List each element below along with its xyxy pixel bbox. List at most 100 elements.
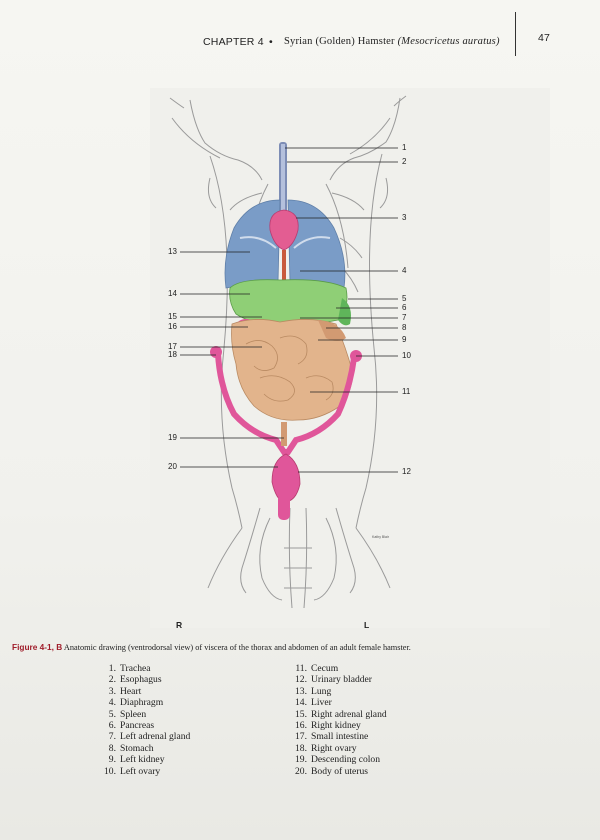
lung-left-shape	[287, 199, 346, 289]
callout-2: 2	[402, 157, 407, 166]
legend-item: 14. Liver	[287, 697, 387, 708]
legend-item: 8. Stomach	[96, 743, 190, 754]
legend-item: 4.Diaphragm	[96, 697, 190, 708]
trachea-highlight	[281, 144, 285, 220]
legend-item-label: Body of uterus	[311, 765, 369, 777]
callout-14: 14	[168, 289, 177, 298]
right-ovary-shape	[210, 346, 222, 358]
figure-number: Figure 4-1, B	[12, 642, 63, 652]
legend-item: 9. Left kidney	[96, 754, 190, 765]
callout-6: 6	[402, 303, 407, 312]
page-number: 47	[538, 32, 551, 44]
legend-item-number: 12.	[295, 674, 307, 686]
callout-4: 4	[402, 266, 407, 275]
legend-item-label: Cecum	[311, 663, 339, 674]
header-title: Syrian (Golden) Hamster (Mesocricetus au…	[284, 36, 500, 47]
callout-10: 10	[402, 351, 411, 360]
legend-item-number: 7.	[108, 731, 116, 743]
legend-item-label: Trachea	[120, 663, 151, 674]
legend-column-right: 11. Cecum 12. Urinary bladder 13. Lung 14. Live…	[287, 663, 387, 777]
legend-item: 6. Pancreas	[96, 720, 190, 731]
legend-item-number: 8.	[108, 742, 116, 754]
legend-item-number: 4.	[108, 697, 116, 709]
legend-item-label: Liver	[311, 697, 332, 709]
figure-caption: Figure 4-1, B Anatomic drawing (ventrodo…	[12, 642, 572, 652]
header-title-italic: (Mesocricetus auratus)	[397, 36, 500, 47]
legend-item-number: 9.	[108, 754, 116, 766]
header-title-plain: Syrian (Golden) Hamster	[284, 36, 395, 47]
legend-item-number: 1.	[108, 663, 116, 674]
legend-item: 15. Right adrenal gland	[287, 709, 387, 720]
callout-16: 16	[168, 322, 177, 331]
legend-item: 17.Small intestine	[287, 731, 387, 742]
esophagus-shape	[282, 250, 286, 280]
callout-1: 1	[402, 143, 407, 152]
legend-item-label: Stomach	[120, 742, 154, 754]
callout-7: 7	[402, 313, 407, 322]
chapter-label: CHAPTER 4	[203, 36, 264, 48]
artist-signature: Kathy Blair	[372, 535, 390, 539]
legend-item-number: 10.	[104, 765, 116, 777]
legend-item: 20. Body of uterus	[287, 766, 387, 777]
intestine-coils	[245, 335, 334, 402]
legend-item: 3. Heart	[96, 686, 190, 697]
legend-item: 7. Left adrenal gland	[96, 731, 191, 743]
legend-item-label: Small intestine	[311, 731, 369, 743]
legend-item: 5. Spleen	[96, 709, 190, 720]
callout-19: 19	[168, 433, 177, 442]
callout-3: 3	[402, 213, 407, 222]
spleen-shape	[338, 298, 351, 326]
legend-item-label: Right adrenal gland	[311, 708, 387, 720]
uterine-horns-shape	[215, 351, 357, 455]
legend-item-number: 11.	[295, 663, 307, 674]
legend-item-number: 15.	[295, 708, 307, 720]
uterus-body-shape	[278, 494, 290, 520]
legend-item: 16. Right kidney	[287, 720, 387, 731]
stomach-shape	[318, 320, 346, 341]
callout-13: 13	[168, 247, 177, 256]
caption-text: Anatomic drawing (ventrodorsal view) of …	[63, 643, 411, 652]
legend-item: 12. Urinary bladder	[287, 674, 387, 685]
legend-item-number: 2.	[108, 674, 116, 686]
running-header: CHAPTER 4 • Syrian (Golden) Hamster (Mes…	[0, 12, 600, 56]
descending-colon-shape	[281, 422, 287, 446]
legend-item: 1. Trachea	[96, 663, 190, 674]
header-rule	[515, 12, 516, 56]
lung-highlight	[239, 236, 331, 249]
callout-20: 20	[168, 462, 177, 471]
legend-item-number: 19.	[295, 754, 307, 766]
callout-5: 5	[402, 294, 407, 303]
callout-12: 12	[402, 467, 411, 476]
legend-item: 18.Right ovary	[287, 743, 387, 754]
legend-item-label: Esophagus	[120, 674, 162, 686]
header-bullet: •	[269, 36, 273, 48]
legend-item-label: Left adrenal gland	[120, 731, 191, 743]
anatomy-illustration: Kathy Blair	[169, 95, 407, 609]
side-label-left: L	[364, 620, 370, 630]
legend-item-number: 3.	[108, 685, 116, 697]
leader-lines-right	[285, 147, 398, 473]
legend-item-number: 5.	[108, 708, 116, 720]
legend-item-number: 6.	[108, 719, 116, 731]
legend-item-number: 16.	[295, 719, 307, 731]
legend-item: 19.Descending colon	[287, 754, 387, 765]
legend-item-label: Spleen	[120, 708, 147, 720]
legend-item-label: Pancreas	[120, 719, 155, 731]
callout-11: 11	[402, 387, 411, 396]
legend-item-label: Urinary bladder	[311, 674, 373, 686]
legend-item-label: Heart	[120, 685, 142, 697]
legend-item-label: Left kidney	[120, 754, 165, 766]
side-label-right: R	[176, 620, 183, 630]
callout-9: 9	[402, 335, 407, 344]
legend-item: 10.Left ovary	[96, 766, 190, 777]
legend-item-label: Right kidney	[311, 719, 361, 731]
legend-item-number: 13.	[295, 685, 307, 697]
callout-8: 8	[402, 323, 407, 332]
legend-item-number: 14.	[295, 697, 307, 709]
legend-item-number: 20.	[295, 765, 307, 777]
callout-18: 18	[168, 350, 177, 359]
legend-item-label: Lung	[311, 685, 332, 697]
legend-item: 11. Cecum	[287, 663, 387, 674]
